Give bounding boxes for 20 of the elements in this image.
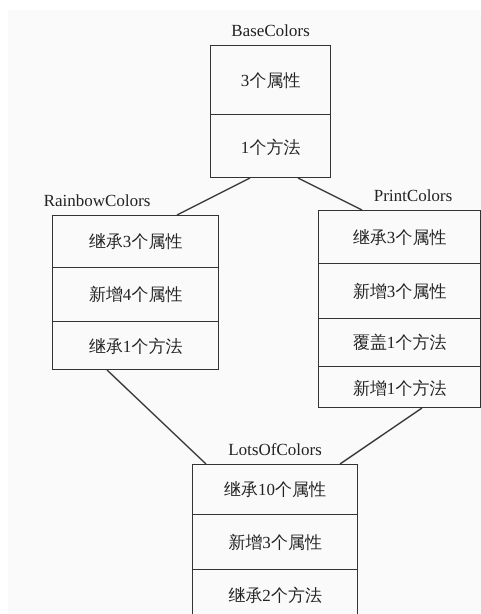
class-name: BaseColors (230, 21, 311, 41)
member-text: 新增3个属性 (352, 280, 446, 302)
class-name: RainbowColors (42, 191, 152, 211)
connector-line (340, 407, 422, 465)
member-text: 继承10个属性 (224, 479, 326, 501)
member-text: 新增1个方法 (352, 378, 446, 400)
member-text: 1个方法 (240, 136, 300, 158)
connector-line (298, 177, 362, 211)
member-text: 覆盖1个方法 (352, 332, 446, 354)
connector-line (176, 177, 250, 216)
member-text: 继承2个方法 (228, 585, 322, 607)
connector-line (106, 369, 207, 465)
class-name: LotsOfColors (227, 440, 323, 460)
member-text: 新增3个属性 (228, 532, 322, 554)
member-text: 继承1个方法 (88, 336, 182, 358)
member-text: 3个属性 (240, 70, 300, 92)
member-text: 继承3个属性 (352, 226, 446, 248)
class-name: PrintColors (372, 186, 454, 206)
member-text: 继承3个属性 (88, 231, 182, 253)
member-text: 新增4个属性 (88, 284, 182, 306)
